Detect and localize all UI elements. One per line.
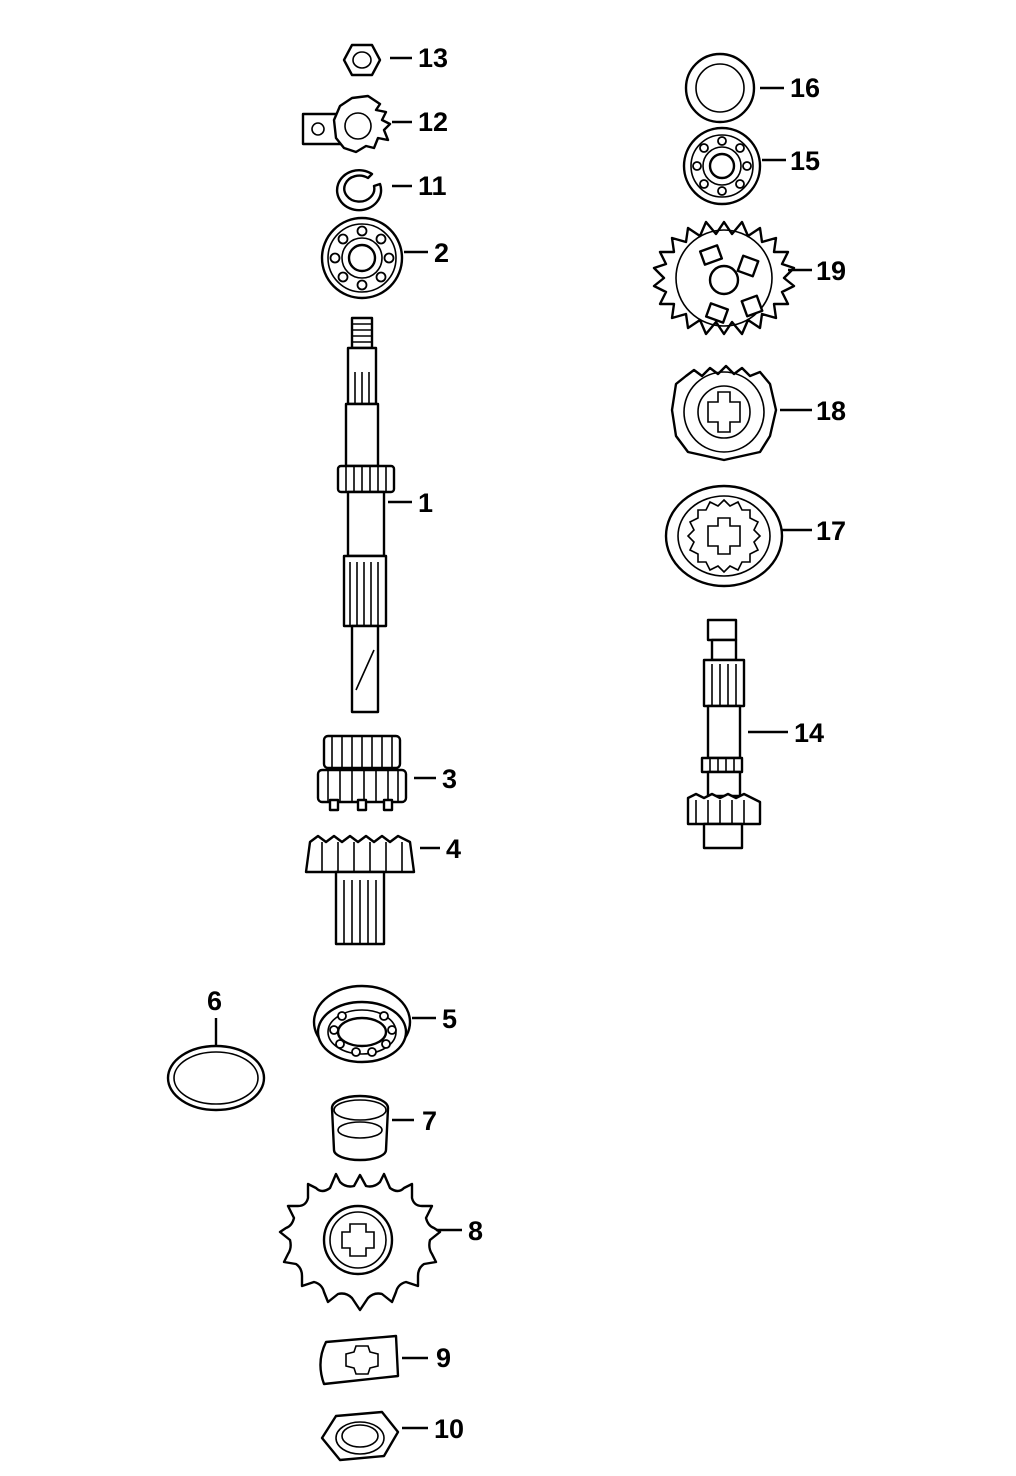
callout-label-19: 19 bbox=[816, 256, 846, 286]
part-13-hex-nut bbox=[342, 43, 412, 77]
part-5-large-bearing bbox=[312, 984, 436, 1064]
part-4-gear-splined-hub bbox=[304, 834, 440, 946]
callout-label-18: 18 bbox=[816, 396, 846, 426]
callout-label-7: 7 bbox=[422, 1106, 437, 1136]
part-19-large-gear bbox=[652, 220, 812, 336]
part-14-countershaft bbox=[686, 618, 788, 850]
part-15-ball-bearing bbox=[682, 126, 786, 206]
callout-label-16: 16 bbox=[790, 73, 820, 103]
callout-label-10: 10 bbox=[434, 1414, 464, 1444]
part-7-sleeve bbox=[330, 1094, 414, 1162]
callout-label-11: 11 bbox=[418, 171, 447, 201]
callout-label-2: 2 bbox=[434, 238, 449, 268]
callout-label-13: 13 bbox=[418, 43, 448, 73]
part-2-ball-bearing bbox=[320, 216, 428, 300]
callout-label-14: 14 bbox=[794, 718, 824, 748]
callout-label-9: 9 bbox=[436, 1343, 451, 1373]
callout-label-12: 12 bbox=[418, 107, 448, 137]
callout-label-8: 8 bbox=[468, 1216, 483, 1246]
part-1-main-shaft bbox=[336, 316, 412, 714]
part-17-internal-gear bbox=[664, 484, 812, 588]
callout-label-4: 4 bbox=[446, 834, 461, 864]
part-18-shift-gear bbox=[670, 364, 812, 462]
part-8-sprocket bbox=[278, 1172, 462, 1312]
callout-label-6: 6 bbox=[207, 986, 222, 1016]
callout-label-15: 15 bbox=[790, 146, 820, 176]
part-9-lock-plate bbox=[319, 1334, 428, 1386]
callout-label-3: 3 bbox=[442, 764, 457, 794]
part-6-o-ring bbox=[166, 1018, 266, 1112]
callout-label-1: 1 bbox=[418, 488, 433, 518]
part-3-double-gear bbox=[316, 734, 436, 812]
callout-label-17: 17 bbox=[816, 516, 846, 546]
part-11-circlip bbox=[335, 169, 412, 212]
part-16-washer bbox=[684, 52, 784, 124]
part-12-lock-washer bbox=[301, 94, 412, 154]
part-10-hex-nut bbox=[320, 1410, 428, 1462]
callout-label-5: 5 bbox=[442, 1004, 457, 1034]
